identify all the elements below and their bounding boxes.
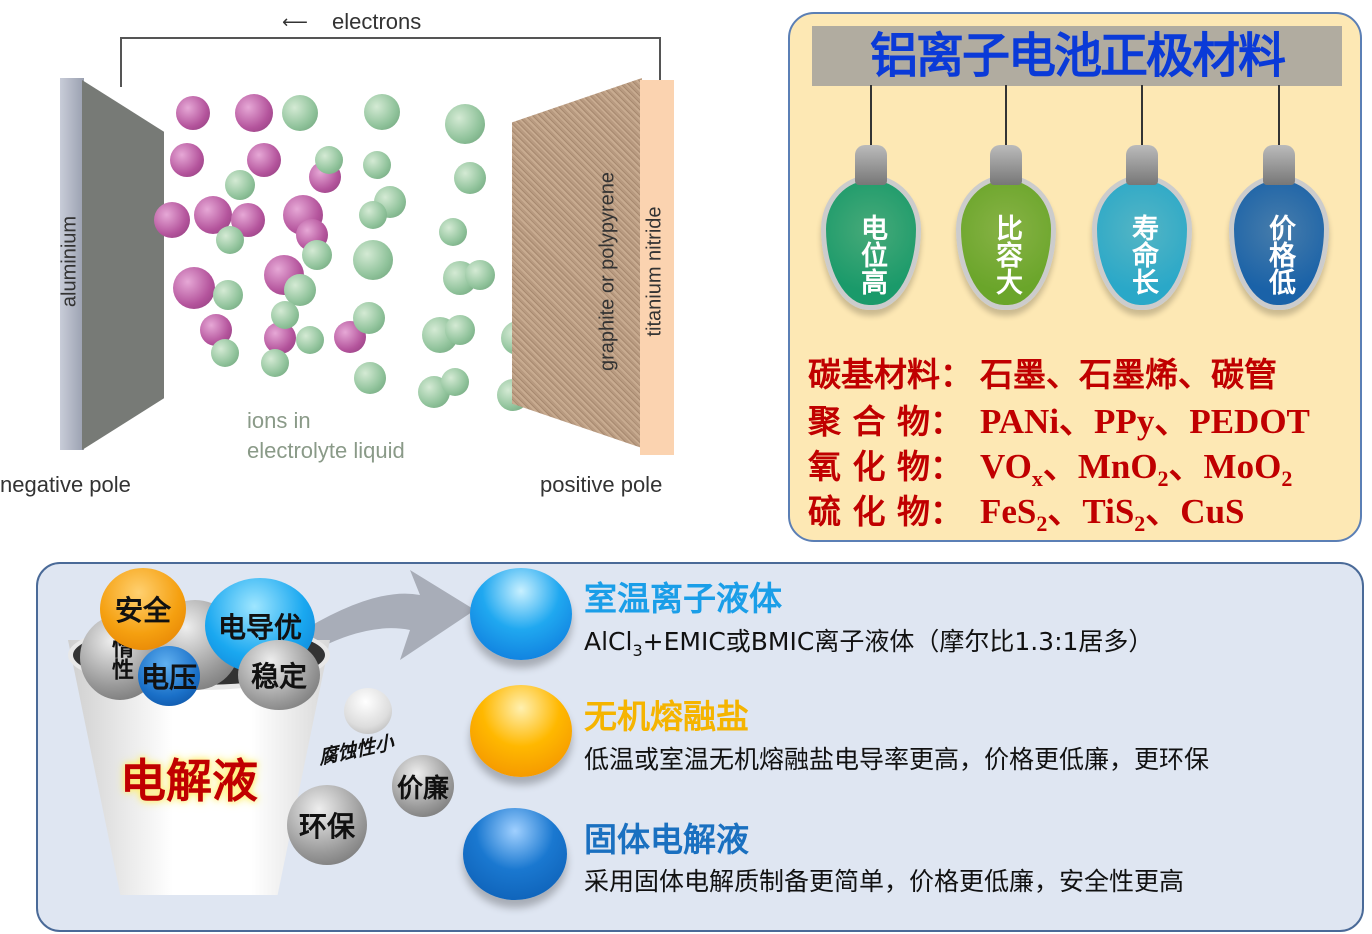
graphite-label: graphite or polypyrene xyxy=(596,172,619,372)
pink-ion xyxy=(247,143,281,177)
titanium-label: titanium nitride xyxy=(643,206,666,337)
ball-stable: 稳定 xyxy=(238,640,320,710)
green-ion xyxy=(359,201,387,229)
orb-ionic-liquid xyxy=(470,568,572,660)
green-ion xyxy=(302,240,332,270)
orb-solid-electrolyte xyxy=(463,808,567,900)
ions-label: ions in xyxy=(247,408,311,433)
electrons-label: electrons xyxy=(328,9,426,35)
green-ion xyxy=(282,95,318,131)
ball-small-white xyxy=(344,688,392,734)
ball-safety: 安全 xyxy=(100,568,186,650)
material-sulfide: 硫 化 物：FeS2、TiS2、CuS xyxy=(808,492,1245,536)
pink-ion xyxy=(173,267,215,309)
bulb-long-life: 寿命长 xyxy=(1092,85,1192,315)
pink-ion xyxy=(176,96,210,130)
bucket-label: 电解液 xyxy=(120,754,258,808)
green-ion xyxy=(284,274,316,306)
positive-electrode xyxy=(512,78,642,448)
green-ion xyxy=(445,104,485,144)
green-ion xyxy=(296,326,324,354)
bulb-high-potential: 电位高 xyxy=(821,85,921,315)
ionic-liquid-title: 室温离子液体 xyxy=(584,579,782,618)
material-carbon: 碳基材料：石墨、石墨烯、碳管 xyxy=(808,355,1277,394)
green-ion xyxy=(364,94,400,130)
green-ion xyxy=(315,146,343,174)
solid-electrolyte-title: 固体电解液 xyxy=(584,820,749,859)
aluminium-plate xyxy=(60,78,84,450)
ball-voltage: 电压 xyxy=(138,646,200,706)
bulb-high-capacity: 比容大 xyxy=(956,85,1056,315)
green-ion xyxy=(354,362,386,394)
solid-electrolyte-desc: 采用固体电解质制备更简单，价格更低廉，安全性更高 xyxy=(584,867,1185,896)
pink-ion xyxy=(235,94,273,132)
green-ion xyxy=(261,349,289,377)
battery-diagram: ⟵ electrons aluminium graphite or polypy… xyxy=(0,0,700,510)
green-ion xyxy=(271,301,299,329)
electron-wire xyxy=(120,37,661,87)
green-ion xyxy=(353,302,385,334)
green-ion xyxy=(353,240,393,280)
green-ion xyxy=(363,151,391,179)
green-ion xyxy=(216,226,244,254)
green-ion xyxy=(441,368,469,396)
material-oxide: 氧 化 物：VOx、MnO2、MoO2 xyxy=(808,447,1293,491)
molten-salt-title: 无机熔融盐 xyxy=(584,697,749,736)
ball-eco: 环保 xyxy=(287,785,367,865)
green-ion xyxy=(465,260,495,290)
bulb-low-price: 价格低 xyxy=(1229,85,1329,315)
pink-ion xyxy=(154,202,190,238)
negative-electrode xyxy=(82,80,164,450)
ionic-liquid-desc: AlCl3+EMIC或BMIC离子液体（摩尔比1.3:1居多） xyxy=(584,627,1154,660)
green-ion xyxy=(445,315,475,345)
electrolyte-label: electrolyte liquid xyxy=(247,438,405,463)
cathode-title: 铝离子电池正极材料 xyxy=(812,26,1342,86)
green-ion xyxy=(454,162,486,194)
material-polymer: 聚 合 物：PANi、PPy、PEDOT xyxy=(808,402,1310,441)
aluminium-label: aluminium xyxy=(58,215,81,308)
green-ion xyxy=(211,339,239,367)
green-ion xyxy=(213,280,243,310)
negative-pole-label: negative pole xyxy=(0,472,131,497)
pink-ion xyxy=(170,143,204,177)
orb-molten-salt xyxy=(470,685,572,777)
green-ion xyxy=(225,170,255,200)
titanium-nitride-strip xyxy=(640,80,674,455)
positive-pole-label: positive pole xyxy=(540,472,663,497)
ball-cheap: 价廉 xyxy=(392,755,454,817)
molten-salt-desc: 低温或室温无机熔融盐电导率更高，价格更低廉，更环保 xyxy=(584,745,1210,774)
green-ion xyxy=(439,218,467,246)
electron-arrow-icon: ⟵ xyxy=(278,12,312,33)
